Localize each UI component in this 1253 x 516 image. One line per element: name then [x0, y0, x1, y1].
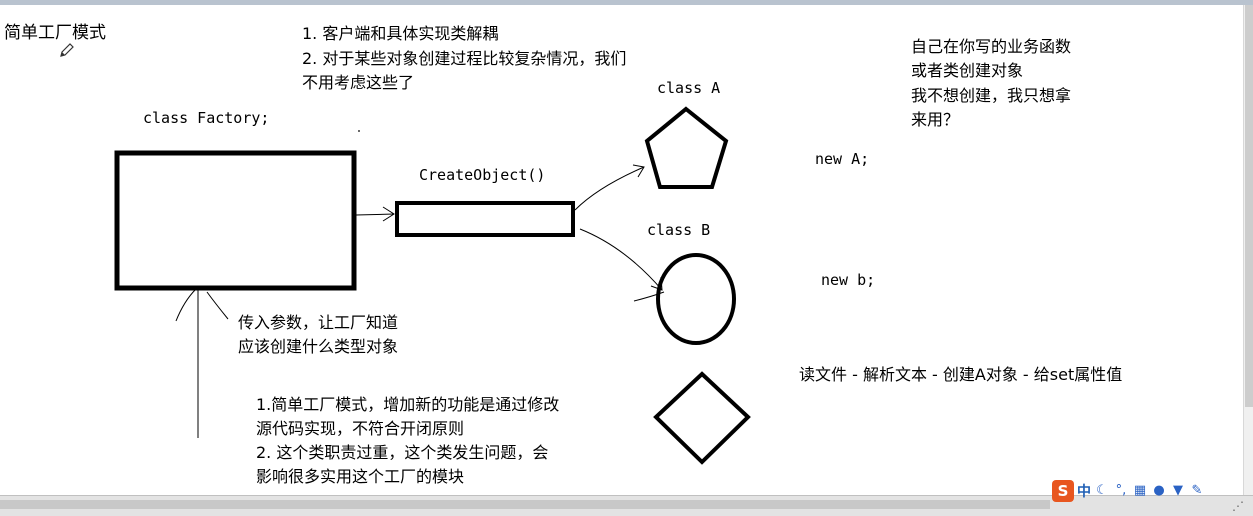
- label-class-a: class A: [657, 79, 721, 97]
- note-line-1: 自己在你写的业务函数: [911, 37, 1072, 56]
- moon-icon[interactable]: ☾: [1096, 483, 1108, 498]
- vertical-scroll-thumb[interactable]: [1245, 5, 1253, 407]
- label-new-b: new b;: [821, 271, 876, 289]
- ime-mode-toggle[interactable]: 中: [1077, 484, 1091, 500]
- arrow-factory-to-create: [355, 206, 395, 222]
- pencil-cursor-icon: [60, 43, 74, 57]
- keyboard-icon[interactable]: ▦: [1133, 483, 1147, 498]
- sogou-logo-icon[interactable]: S: [1052, 480, 1074, 502]
- drawback-line-2: 源代码实现，不符合开闭原则: [256, 419, 465, 438]
- pointer-param-note: [206, 291, 229, 320]
- param-note-2: 应该创建什么类型对象: [238, 337, 399, 356]
- factory-box: [114, 150, 357, 291]
- circle-shape: [656, 253, 736, 345]
- horizontal-scrollbar[interactable]: ⋰: [0, 495, 1253, 516]
- diamond-shape: [653, 371, 751, 465]
- punctuation-icon[interactable]: °,: [1115, 483, 1127, 498]
- goal-line-1: 1. 客户端和具体实现类解耦: [302, 24, 499, 43]
- arrow-param-input: [175, 287, 199, 438]
- wrench-icon[interactable]: ✎: [1191, 483, 1203, 498]
- arrow-circle-left: [633, 291, 665, 302]
- user-icon[interactable]: ●: [1153, 483, 1165, 498]
- goal-line-2: 2. 对于某些对象创建过程比较复杂情况，我们: [302, 49, 627, 68]
- shirt-icon[interactable]: ▼: [1173, 483, 1183, 498]
- drawback-line-3: 2. 这个类职责过重，这个类发生问题，会: [256, 443, 549, 462]
- label-create-object: CreateObject(): [419, 166, 546, 184]
- label-new-a: new A;: [815, 150, 870, 168]
- resize-grip-icon[interactable]: ⋰: [1232, 499, 1244, 513]
- diagram-shapes: [114, 106, 751, 465]
- drawback-line-1: 1.简单工厂模式，增加新的功能是通过修改: [256, 395, 560, 414]
- pentagon-shape: [644, 106, 729, 189]
- horizontal-scroll-thumb[interactable]: [0, 500, 1050, 509]
- vertical-scrollbar[interactable]: [1243, 5, 1253, 495]
- label-class-factory: class Factory;: [143, 109, 270, 127]
- note-line-3: 我不想创建，我只想拿: [911, 86, 1072, 105]
- note-line-2: 或者类创建对象: [911, 61, 1024, 80]
- note-line-4: 来用？: [911, 110, 960, 129]
- goal-line-3: 不用考虑这些了: [302, 73, 415, 92]
- speck-dot: [358, 130, 360, 132]
- label-class-b: class B: [647, 221, 711, 239]
- pipeline-note: 读文件 - 解析文本 - 创建A对象 - 给set属性值: [799, 365, 1123, 384]
- drawback-line-4: 影响很多实用这个工厂的模块: [256, 467, 465, 486]
- drawing-canvas[interactable]: 简单工厂模式 1. 客户端和具体实现类解耦 2. 对于某些对象创建过程比较复杂情…: [0, 5, 1243, 495]
- arrow-create-to-circle: [579, 228, 663, 291]
- arrow-create-to-pentagon: [574, 164, 645, 211]
- create-object-box: [395, 201, 575, 237]
- window-top-edge: [0, 0, 1253, 5]
- ime-toolbar[interactable]: S 中 ☾ °, ▦ ● ▼ ✎: [1052, 478, 1230, 504]
- diagram-title: 简单工厂模式: [4, 23, 106, 43]
- param-note-1: 传入参数，让工厂知道: [238, 313, 399, 332]
